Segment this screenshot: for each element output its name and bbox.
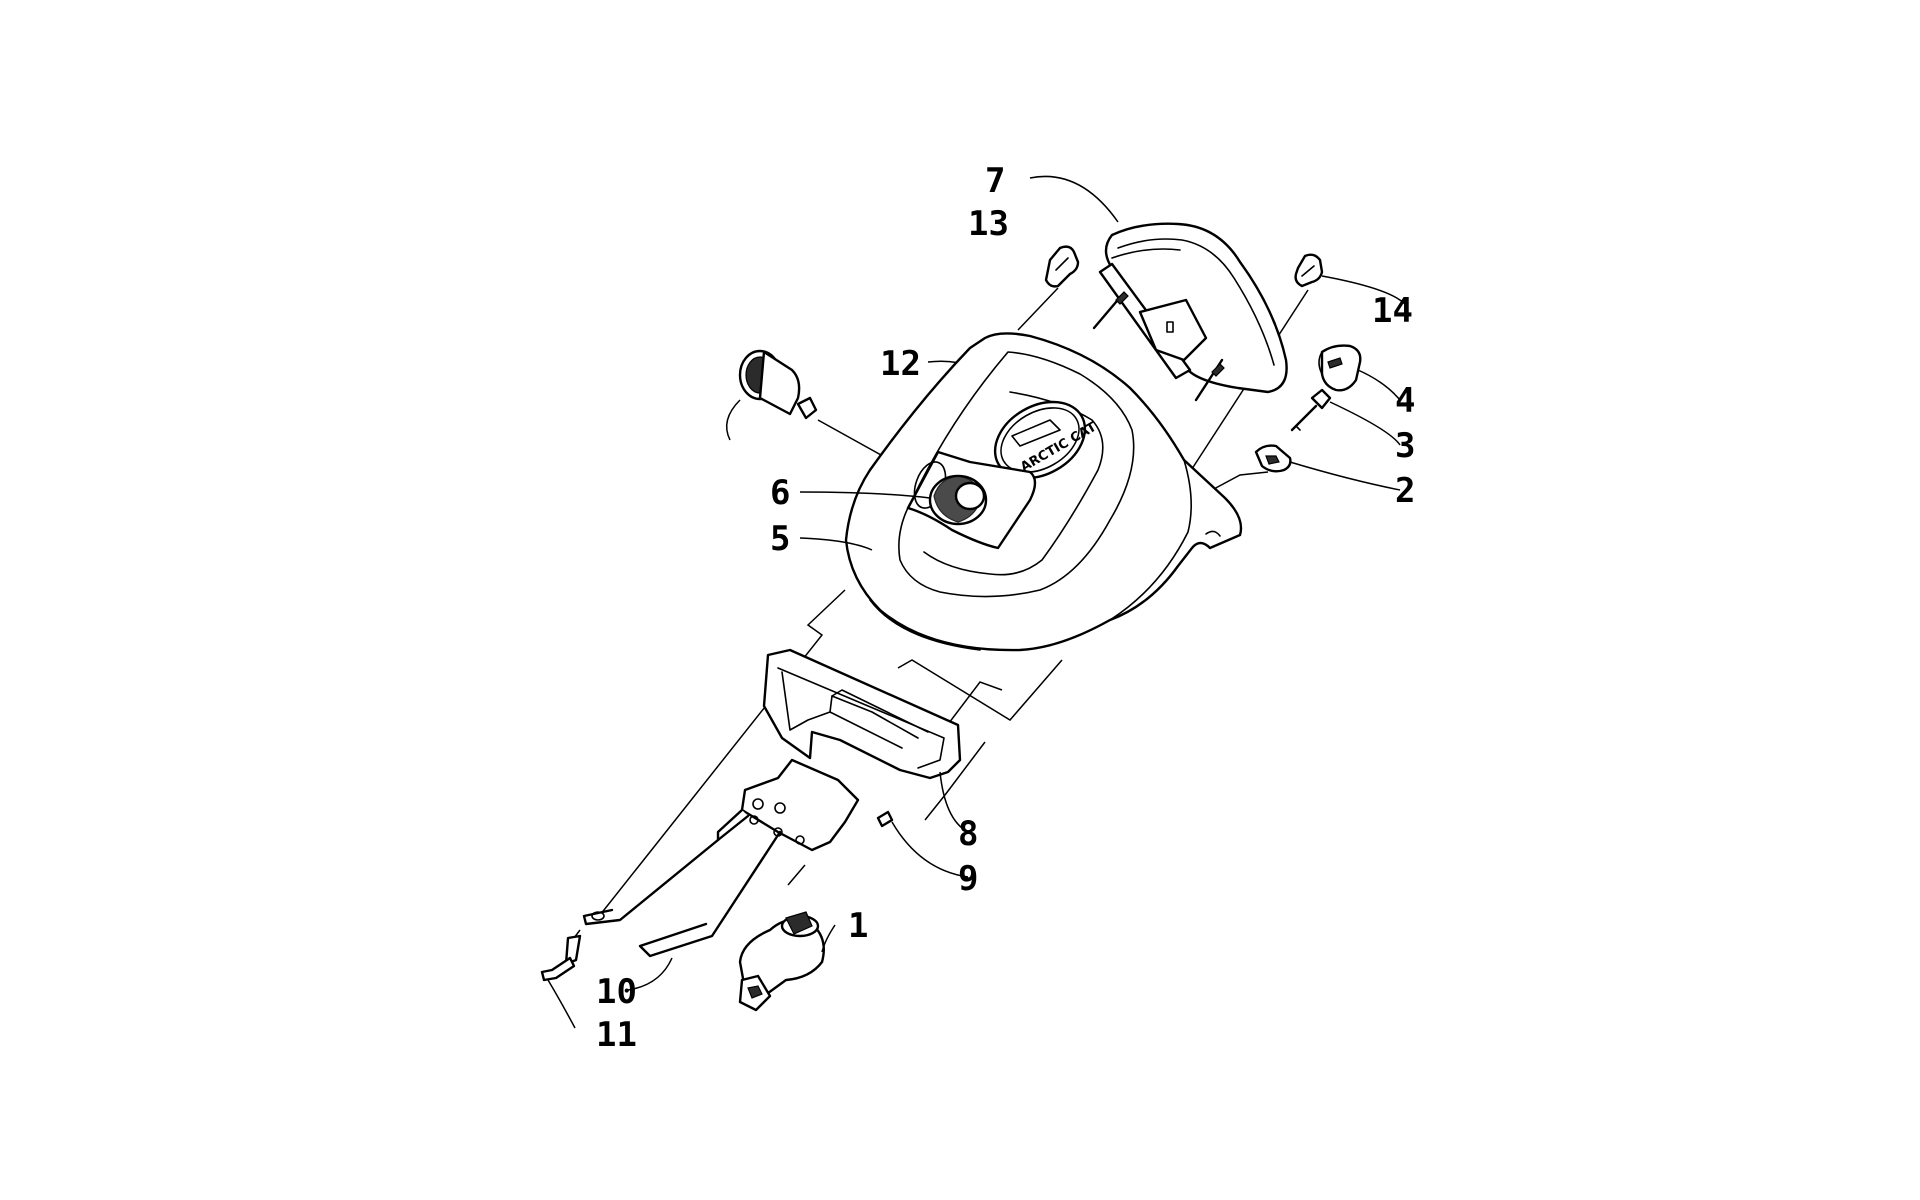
callout-10: 10: [596, 972, 637, 1012]
screw-small: [876, 810, 894, 828]
lock-bezel: [1254, 444, 1292, 473]
mounting-bracket: [582, 758, 860, 958]
callout-6: 6: [770, 473, 790, 513]
switch-cap: [1318, 344, 1362, 392]
power-socket: [738, 349, 818, 420]
bezel-frame: [762, 648, 962, 780]
callout-leaders: [547, 175, 1409, 1029]
callout-9: 9: [958, 859, 978, 899]
callout-labels: 7 13 14 4 3 2 12 6 5 8 9 1 10 11: [596, 161, 1415, 1055]
push-rivet: [540, 934, 582, 982]
callout-8: 8: [958, 814, 978, 854]
callout-2: 2: [1395, 471, 1415, 511]
callout-14: 14: [1372, 291, 1413, 331]
control-knob: [928, 474, 988, 526]
callout-3: 3: [1395, 426, 1415, 466]
callout-7: 7: [985, 161, 1005, 201]
callout-11: 11: [596, 1015, 637, 1055]
callout-1: 1: [848, 906, 868, 946]
rotary-switch: [738, 911, 825, 1012]
callout-13: 13: [968, 204, 1009, 244]
ignition-key: [1290, 388, 1332, 432]
callout-4: 4: [1395, 381, 1415, 421]
gauge-assembly: [1092, 222, 1288, 402]
indicator-bulb-left: [1044, 245, 1080, 288]
callout-12: 12: [880, 344, 921, 384]
indicator-bulb-right: [1294, 253, 1324, 288]
callout-5: 5: [770, 519, 790, 559]
